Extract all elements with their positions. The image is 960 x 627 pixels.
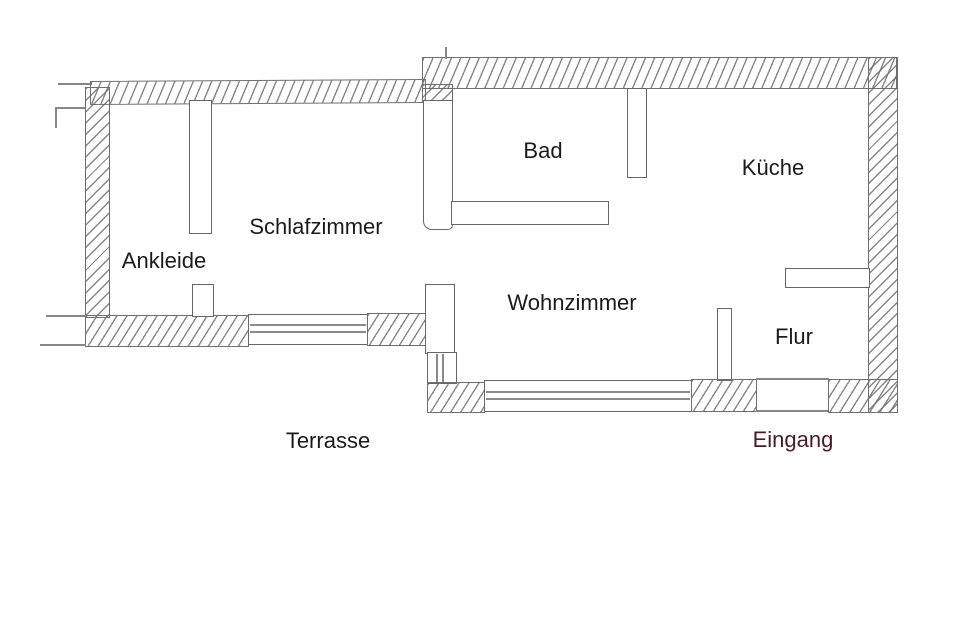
wall-partition-ankleide-lower [192, 284, 214, 317]
window-terrasse-line-1 [250, 324, 366, 326]
wall-partition-ankleide-upper [189, 100, 212, 234]
window-wohnzimmer-line-2 [486, 398, 690, 400]
room-label-schlafzimmer: Schlafzimmer [249, 213, 383, 239]
wall-top-left-section [89, 78, 427, 106]
wall-bottom-main-a [427, 382, 485, 413]
step-tick-line [445, 47, 447, 59]
wall-left-exterior [85, 87, 110, 318]
wall-bottom-main-c [828, 379, 898, 413]
room-label-bad: Bad [523, 137, 563, 163]
area-label-eingang: Eingang [752, 426, 834, 452]
wall-bad-west [423, 100, 453, 230]
window-terrasse [248, 314, 368, 345]
wall-right-exterior [868, 57, 898, 413]
area-label-terrasse: Terrasse [285, 427, 371, 453]
room-label-wohnzimmer: Wohnzimmer [507, 289, 637, 315]
wall-top-main-section [422, 57, 897, 89]
door-eingang-bottom-line [756, 410, 829, 412]
wall-overhang-line-bottom-a [40, 344, 86, 346]
wall-partition-bad-kueche [627, 88, 647, 178]
door-terrasse-line-2 [442, 354, 444, 382]
wall-bottom-left-b [367, 313, 427, 346]
wall-wohnzimmer-west [425, 284, 455, 354]
door-terrasse-line-1 [436, 354, 438, 382]
window-terrasse-line-2 [250, 331, 366, 333]
room-label-flur: Flur [775, 323, 813, 349]
window-wohnzimmer [484, 380, 692, 412]
wall-continuation-tick-v [55, 107, 57, 128]
wall-kueche-flur-stub [785, 268, 870, 288]
room-label-kueche: Küche [741, 154, 805, 180]
door-eingang-top-line [756, 378, 829, 380]
wall-bottom-left-a [85, 315, 249, 347]
wall-bottom-main-b [691, 379, 757, 412]
wall-bad-south [451, 201, 609, 225]
window-wohnzimmer-line-1 [486, 391, 690, 393]
wall-continuation-tick-h [55, 107, 85, 109]
wall-flur-partition [717, 308, 732, 381]
wall-overhang-line-bottom-b [46, 315, 86, 317]
room-label-ankleide: Ankleide [121, 247, 207, 273]
door-terrasse [427, 352, 457, 384]
roof-overhang-line-top-left [58, 83, 92, 85]
